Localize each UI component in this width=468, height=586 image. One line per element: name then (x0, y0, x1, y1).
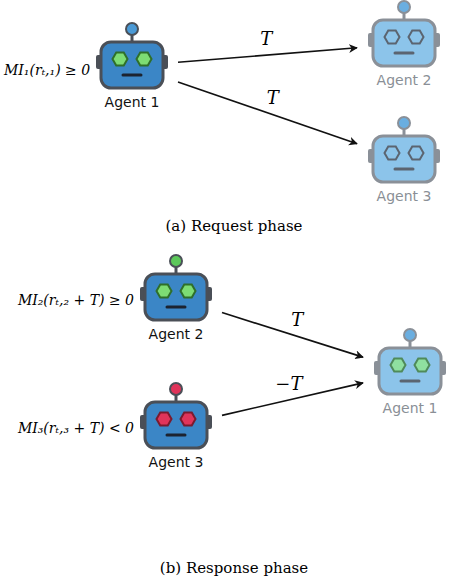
agent-robot: Agent 3 (132, 381, 220, 471)
edge-label: −T (273, 374, 304, 394)
agent-robot: Agent 2 (132, 253, 220, 343)
agent-name: Agent 1 (88, 93, 176, 111)
agent-name: Agent 1 (366, 399, 454, 417)
condition-formula: MI₃(rₜ,₃ + T) < 0 (18, 420, 134, 436)
edge-label: T (265, 88, 281, 108)
message-arrow (178, 48, 357, 62)
condition-formula: MI₁(rₜ,₁) ≥ 0 (4, 62, 90, 78)
agent-name: Agent 3 (132, 453, 220, 471)
subfigure-caption: (a) Request phase (166, 217, 303, 235)
agent-robot: Agent 3 (360, 115, 448, 205)
edge-label: T (289, 310, 305, 330)
edge-label: T (258, 29, 274, 49)
agent-name: Agent 3 (360, 187, 448, 205)
robot-icon (370, 327, 450, 399)
agent-robot: Agent 2 (360, 0, 448, 89)
agent-name: Agent 2 (132, 325, 220, 343)
message-arrow (178, 82, 357, 144)
robot-icon (364, 115, 444, 187)
robot-icon (136, 381, 216, 453)
condition-formula: MI₂(rₜ,₂ + T) ≥ 0 (18, 292, 134, 308)
subfigure-caption: (b) Response phase (160, 559, 308, 577)
agent-robot: Agent 1 (366, 327, 454, 417)
robot-icon (136, 253, 216, 325)
agent-name: Agent 2 (360, 71, 448, 89)
robot-icon (364, 0, 444, 71)
robot-icon (92, 21, 172, 93)
agent-robot: Agent 1 (88, 21, 176, 111)
